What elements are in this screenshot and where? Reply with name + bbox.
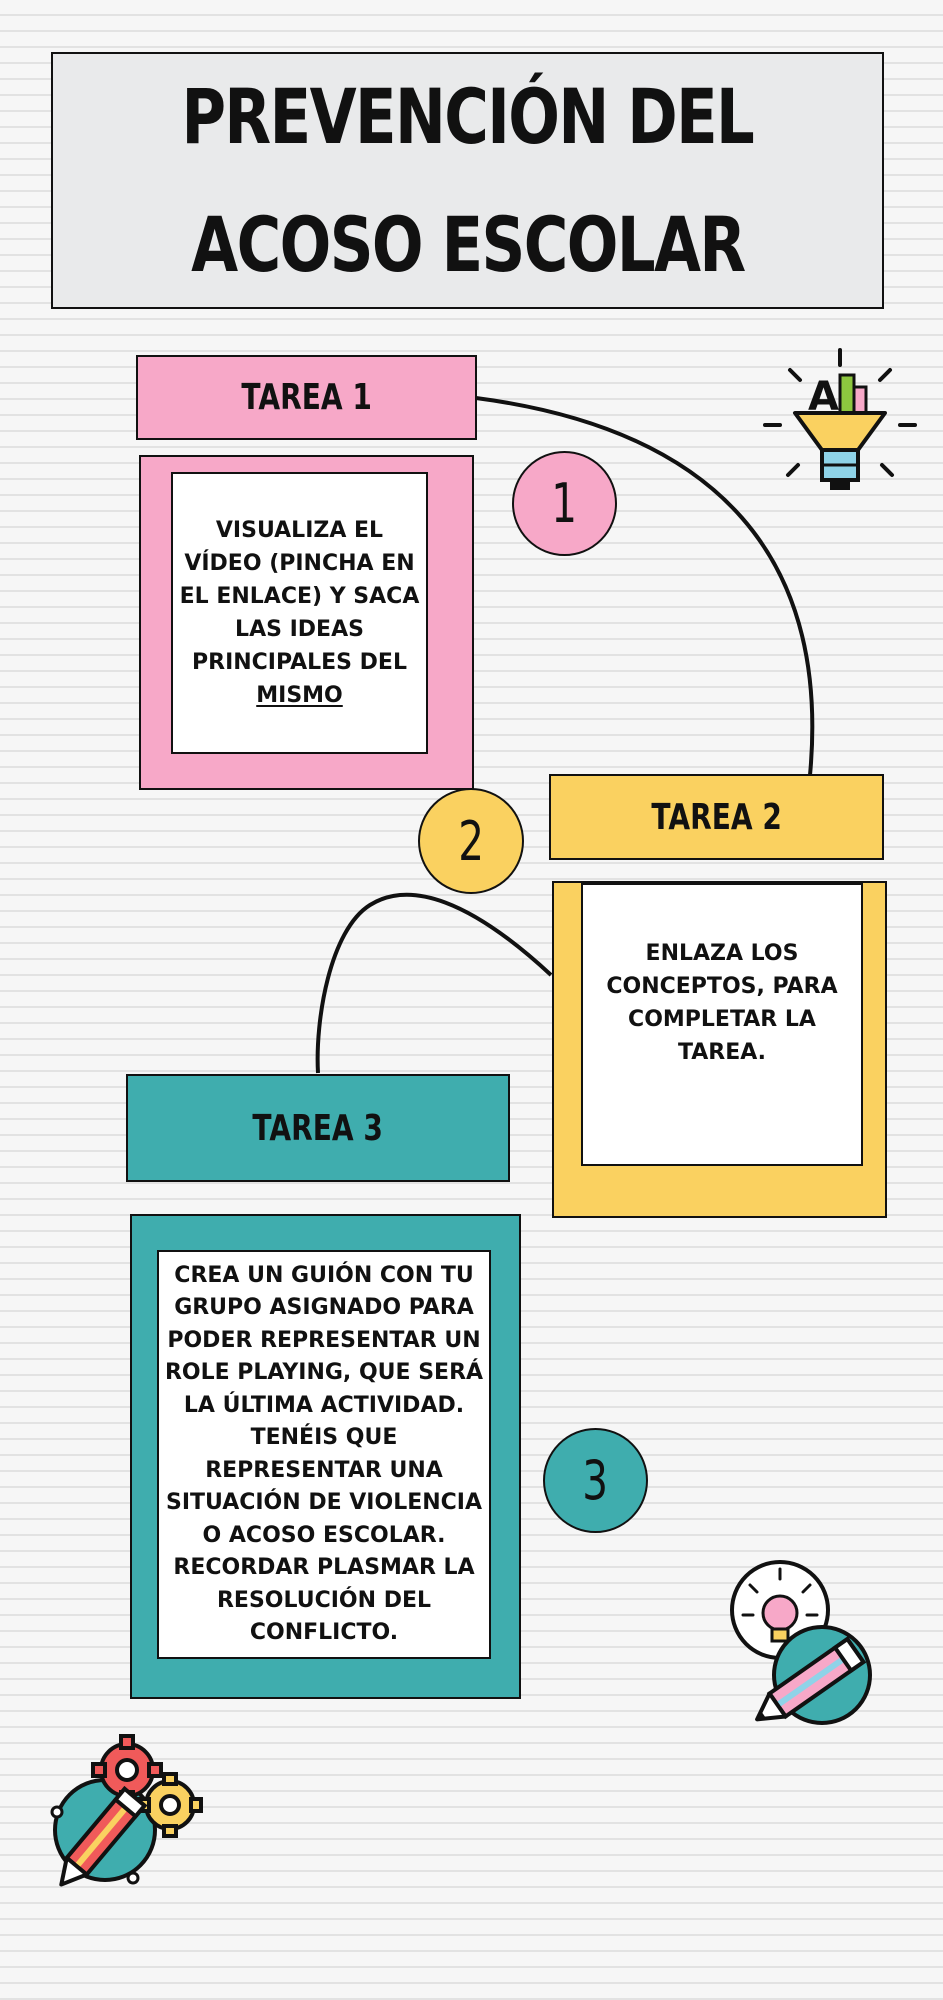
task-1-header: TAREA 1 xyxy=(136,355,477,440)
task-1-body: VISUALIZA EL VÍDEO (PINCHA EN EL ENLACE)… xyxy=(171,472,428,754)
task-2-number: 2 xyxy=(458,809,484,873)
title-banner: PREVENCIÓN DEL ACOSO ESCOLAR xyxy=(51,52,884,309)
task-3-number-badge: 3 xyxy=(543,1428,648,1533)
task-1-number: 1 xyxy=(551,472,578,535)
task-1-link[interactable]: MISMO xyxy=(256,683,343,708)
task-3-frame: CREA UN GUIÓN CON TU GRUPO ASIGNADO PARA… xyxy=(130,1214,521,1699)
task-3-number: 3 xyxy=(582,1449,609,1512)
task-3-reminder: RECORDAR PLASMAR LA RESOLUCIÓN DEL CONFL… xyxy=(173,1555,475,1645)
page-title-line-2: ACOSO ESCOLAR xyxy=(190,199,746,289)
task-2-frame: ENLAZA LOS CONCEPTOS, PARA COMPLETAR LA … xyxy=(552,881,887,1218)
task-3-header-label: TAREA 3 xyxy=(252,1107,384,1149)
task-1-instructions: VISUALIZA EL VÍDEO (PINCHA EN EL ENLACE)… xyxy=(179,518,420,675)
page-title-line-1: PREVENCIÓN DEL xyxy=(181,71,755,161)
task-2-header-label: TAREA 2 xyxy=(651,796,782,838)
funnel-lightbulb-icon: A xyxy=(763,348,917,490)
task-2-body: ENLAZA LOS CONCEPTOS, PARA COMPLETAR LA … xyxy=(581,883,863,1166)
task-2-header: TAREA 2 xyxy=(549,774,884,860)
task-3-instructions: CREA UN GUIÓN CON TU GRUPO ASIGNADO PARA… xyxy=(164,1262,484,1548)
task-1-number-badge: 1 xyxy=(512,451,617,556)
gears-pencil-icon xyxy=(50,1734,203,1887)
lightbulb-pencil-icon xyxy=(730,1560,872,1725)
connector-tarea2-tarea3 xyxy=(315,892,553,1074)
task-1-frame: VISUALIZA EL VÍDEO (PINCHA EN EL ENLACE)… xyxy=(139,455,474,790)
task-1-header-label: TAREA 1 xyxy=(241,377,372,418)
task-3-header: TAREA 3 xyxy=(126,1074,510,1182)
task-2-number-badge: 2 xyxy=(418,788,524,894)
task-3-body: CREA UN GUIÓN CON TU GRUPO ASIGNADO PARA… xyxy=(157,1250,491,1659)
connector-tarea1-tarea2 xyxy=(475,396,815,776)
